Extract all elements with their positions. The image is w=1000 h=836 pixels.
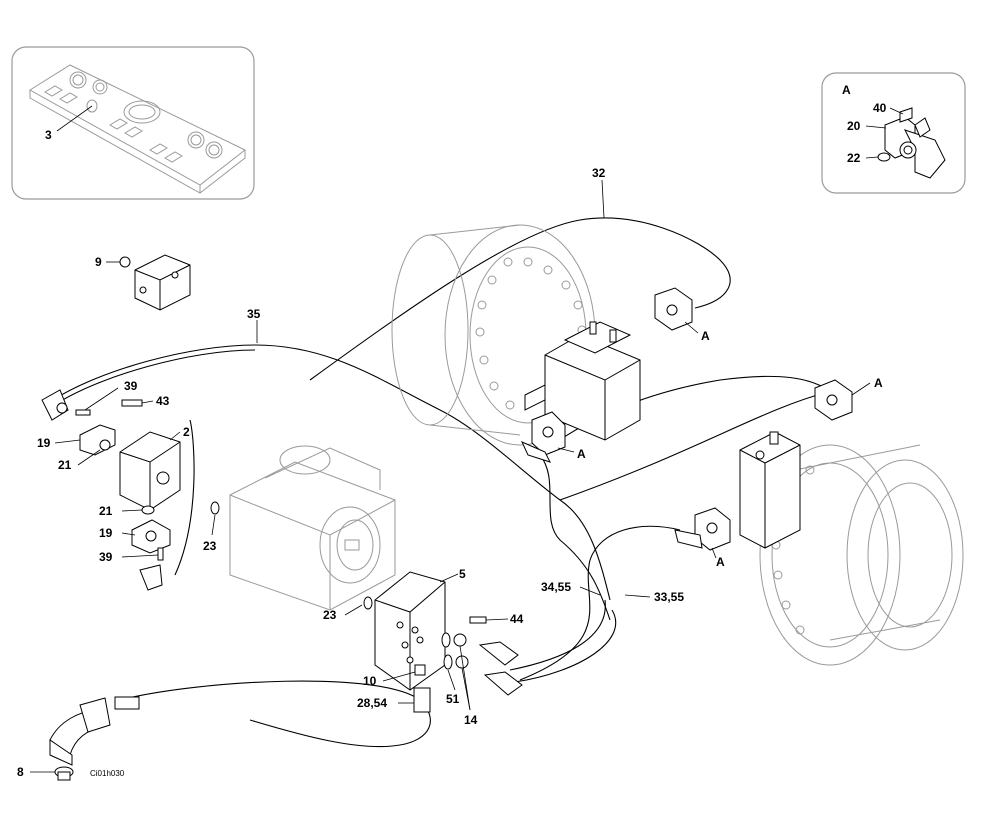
callout-8: 8 bbox=[17, 765, 24, 779]
callout-32: 32 bbox=[592, 166, 606, 180]
callout-19-bottom: 19 bbox=[99, 526, 113, 540]
callout-19-top: 19 bbox=[37, 436, 51, 450]
callout-23-right: 23 bbox=[323, 608, 337, 622]
callout-51: 51 bbox=[446, 692, 460, 706]
hydraulic-pump bbox=[229, 445, 396, 611]
callout-28-54: 28,54 bbox=[357, 696, 387, 710]
callout-14: 14 bbox=[464, 713, 478, 727]
callout-43: 43 bbox=[156, 394, 170, 408]
callout-23-left: 23 bbox=[203, 539, 217, 553]
callout-a-2: A bbox=[874, 376, 883, 390]
callout-5: 5 bbox=[459, 567, 466, 581]
elbow-fitting-8 bbox=[49, 696, 140, 781]
valve-block-5 bbox=[374, 571, 446, 691]
callout-21-bottom: 21 bbox=[99, 504, 113, 518]
callout-20: 20 bbox=[847, 119, 861, 133]
drive-motor-right bbox=[739, 431, 964, 666]
callout-22: 22 bbox=[847, 151, 861, 165]
instrument-panel-drawing bbox=[29, 64, 246, 194]
block-9 bbox=[119, 254, 191, 311]
instrument-panel-inset: 3 bbox=[11, 46, 255, 200]
detail-a-inset: A 40 20 22 bbox=[821, 72, 966, 194]
callout-39-bottom: 39 bbox=[99, 550, 113, 564]
drawing-code: Ci01h030 bbox=[90, 769, 125, 778]
callout-a-4: A bbox=[716, 555, 725, 569]
callouts: 32 35 9 39 43 2 19 21 21 19 39 23 23 5 4… bbox=[17, 166, 883, 779]
callout-a-3: A bbox=[577, 447, 586, 461]
flange-fittings-a bbox=[520, 287, 853, 551]
drive-motor-upper bbox=[391, 224, 641, 446]
valve-block-2 bbox=[119, 431, 181, 511]
leader-lines bbox=[30, 179, 871, 773]
callout-3: 3 bbox=[45, 128, 52, 142]
fittings-left bbox=[41, 389, 373, 610]
callout-33-55: 33,55 bbox=[654, 590, 684, 604]
callout-44: 44 bbox=[510, 612, 524, 626]
flange-detail-drawing bbox=[877, 107, 946, 179]
detail-a-title: A bbox=[842, 83, 851, 97]
callout-10: 10 bbox=[363, 674, 377, 688]
callout-a-1: A bbox=[701, 329, 710, 343]
callout-9: 9 bbox=[95, 255, 102, 269]
callout-40: 40 bbox=[873, 101, 887, 115]
callout-2: 2 bbox=[183, 425, 190, 439]
callout-21-top: 21 bbox=[58, 458, 72, 472]
fittings-block-5 bbox=[413, 616, 523, 713]
callout-35: 35 bbox=[247, 307, 261, 321]
callout-34-55: 34,55 bbox=[541, 580, 571, 594]
callout-39-top: 39 bbox=[124, 379, 138, 393]
